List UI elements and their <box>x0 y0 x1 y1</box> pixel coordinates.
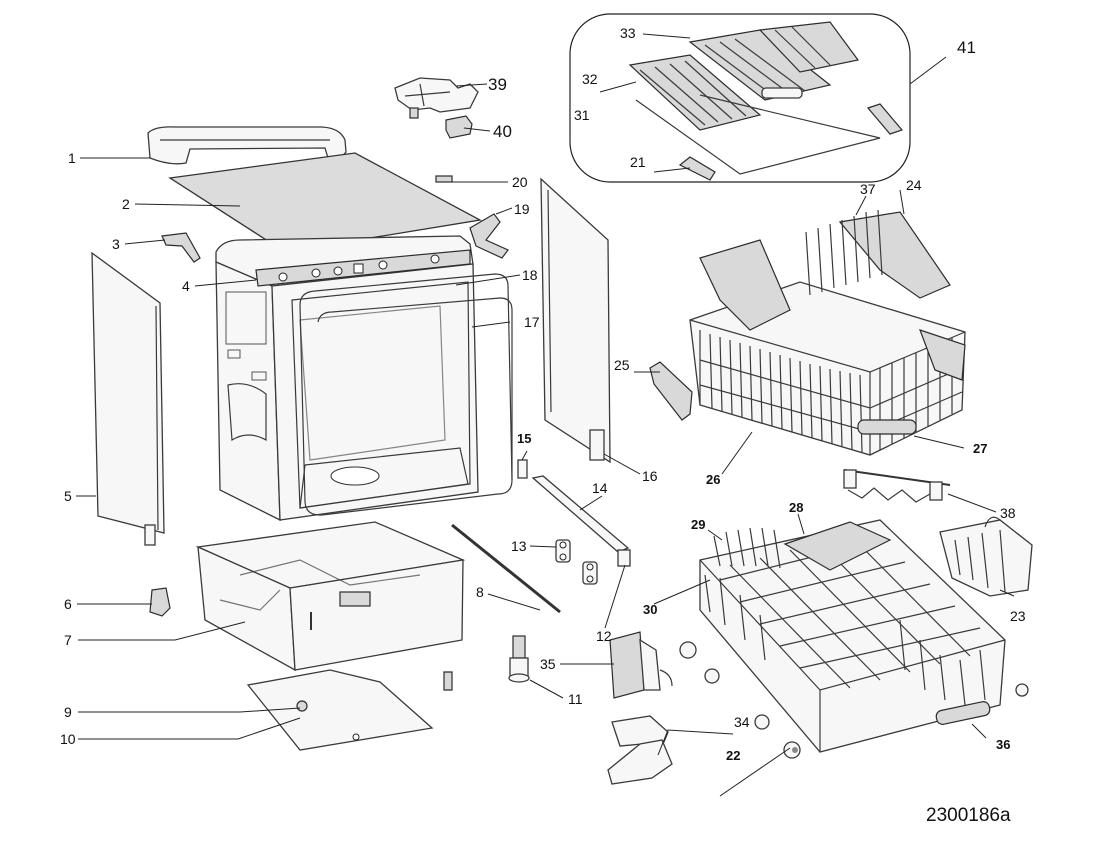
callout-25: 25 <box>614 357 630 373</box>
callout-9: 9 <box>64 704 72 720</box>
part-pulleys <box>555 539 598 585</box>
callout-41: 41 <box>957 38 976 57</box>
part-pump <box>149 587 171 617</box>
part-feet-screw <box>443 671 453 691</box>
third-rack-group-frame <box>569 13 911 183</box>
callout-17: 17 <box>524 314 540 330</box>
callout-14: 14 <box>592 480 608 496</box>
reference-code: 2300186a <box>926 805 1011 826</box>
part-hanging-rack <box>843 469 951 503</box>
part-tine-row <box>805 209 883 296</box>
callout-34: 34 <box>734 714 750 730</box>
callout-24: 24 <box>906 177 922 193</box>
part-rod <box>451 523 561 614</box>
part-base <box>195 521 466 672</box>
callout-39: 39 <box>488 75 507 94</box>
callout-30: 30 <box>643 602 657 617</box>
part-hinge-bracket <box>649 361 693 421</box>
part-door-gasket-inner <box>317 297 513 480</box>
callout-36: 36 <box>996 737 1010 752</box>
callout-28: 28 <box>789 500 803 515</box>
callout-15: 15 <box>517 431 531 446</box>
part-rail <box>531 475 630 553</box>
part-plate-tines <box>713 527 781 569</box>
callout-27: 27 <box>973 441 987 456</box>
part-foot <box>508 635 530 683</box>
part-lower-rack-top <box>783 521 892 571</box>
leader-lines <box>76 33 1015 797</box>
callout-16: 16 <box>642 468 658 484</box>
callout-37: 37 <box>860 181 876 197</box>
callout-35: 35 <box>540 656 556 672</box>
callout-40: 40 <box>493 122 512 141</box>
callout-31: 31 <box>574 107 590 123</box>
part-worktop <box>168 152 482 253</box>
part-right-bracket <box>469 213 509 259</box>
callout-29: 29 <box>691 517 705 532</box>
part-lock-cover <box>445 115 473 139</box>
part-dispenser <box>609 631 673 699</box>
part-third-rack <box>628 21 904 175</box>
part-tub-cabinet <box>215 235 479 522</box>
part-clip <box>435 175 453 183</box>
callout-4: 4 <box>182 278 190 294</box>
part-door-lock <box>394 77 479 119</box>
callout-6: 6 <box>64 596 72 612</box>
part-side-panel <box>91 251 165 534</box>
part-cutlery-basket <box>939 516 1033 597</box>
callout-32: 32 <box>582 71 598 87</box>
part-top-trim <box>147 126 347 165</box>
part-wheels <box>679 641 801 759</box>
callout-2: 2 <box>122 196 130 212</box>
part-upper-basket-handle <box>857 419 917 435</box>
callout-10: 10 <box>60 731 76 747</box>
part-small-clip <box>517 459 528 479</box>
callout-12: 12 <box>596 628 612 644</box>
callout-1: 1 <box>68 150 76 166</box>
callout-3: 3 <box>112 236 120 252</box>
part-left-bracket <box>161 232 201 263</box>
callout-8: 8 <box>476 584 484 600</box>
callout-26: 26 <box>706 472 720 487</box>
part-lower-basket-handle <box>935 701 991 725</box>
callout-20: 20 <box>512 174 528 190</box>
callout-38: 38 <box>1000 505 1016 521</box>
callout-7: 7 <box>64 632 72 648</box>
callout-21: 21 <box>630 154 646 170</box>
part-door-panel <box>540 177 611 464</box>
callout-33: 33 <box>620 25 636 41</box>
part-lower-basket <box>699 519 1006 753</box>
callout-23: 23 <box>1010 608 1026 624</box>
callout-19: 19 <box>514 201 530 217</box>
callout-18: 18 <box>522 267 538 283</box>
callout-5: 5 <box>64 488 72 504</box>
part-third-rack-slide <box>678 156 716 181</box>
part-hinge-set <box>607 715 673 785</box>
part-base-tray <box>246 669 434 751</box>
callout-13: 13 <box>511 538 527 554</box>
callout-11: 11 <box>568 691 583 707</box>
callout-22: 22 <box>726 748 740 763</box>
